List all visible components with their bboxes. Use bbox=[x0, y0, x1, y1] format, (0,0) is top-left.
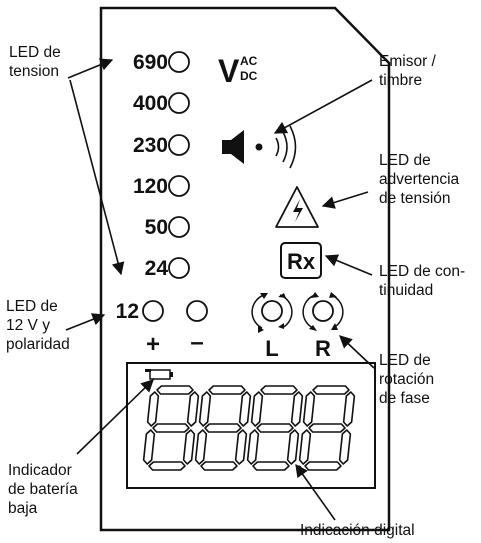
ac-label: AC bbox=[240, 54, 258, 68]
rotation-left-icon bbox=[251, 293, 293, 333]
digit-3-segment-g bbox=[256, 423, 294, 433]
arrow-continuidad bbox=[324, 254, 373, 276]
digit-4-segment-d bbox=[304, 461, 342, 471]
plus-sign: + bbox=[146, 331, 160, 358]
v-symbol: V bbox=[218, 53, 240, 89]
voltage-led-column: 690 400 230 120 50 24 bbox=[133, 51, 190, 280]
led-400 bbox=[168, 92, 190, 114]
digit-1-segment-e bbox=[142, 429, 156, 465]
digit-3-segment-e bbox=[246, 429, 260, 465]
led-12v-minus bbox=[186, 300, 208, 322]
led-230 bbox=[168, 134, 190, 156]
digit-1-segment-c bbox=[182, 429, 196, 465]
continuity-rx-icon: Rx bbox=[280, 242, 322, 279]
dc-label: DC bbox=[240, 69, 258, 83]
seven-segment-digits bbox=[142, 385, 356, 471]
warning-triangle-icon bbox=[275, 186, 319, 228]
voltage-label-690: 690 bbox=[133, 51, 168, 74]
led-24 bbox=[168, 257, 190, 279]
arrow-advertencia bbox=[321, 191, 369, 209]
digit-3-segment-a bbox=[260, 385, 298, 395]
arrow-12v bbox=[65, 313, 106, 331]
label-led-advertencia: LED de advertencia de tensión bbox=[379, 152, 460, 207]
arrow-led-tension-top bbox=[67, 58, 114, 79]
led-690 bbox=[168, 51, 190, 73]
digit-1-segment-a bbox=[156, 385, 194, 395]
label-led-continuidad: LED de con- tinuidad bbox=[379, 263, 466, 299]
minus-sign: – bbox=[190, 329, 203, 356]
battery-icon bbox=[145, 369, 173, 380]
digit-2-segment-b bbox=[238, 391, 252, 427]
digit-3-segment-b bbox=[290, 391, 304, 427]
label-indicacion-digital: Indicación digital bbox=[300, 522, 415, 539]
led-12v-plus bbox=[142, 300, 164, 322]
digit-3-segment-f bbox=[250, 391, 264, 427]
voltage-label-12: 12 bbox=[116, 300, 139, 323]
digit-4-segment-a bbox=[312, 385, 350, 395]
arrow-led-tension-bottom bbox=[69, 79, 125, 276]
digit-2-segment-e bbox=[194, 429, 208, 465]
digit-1-segment-d bbox=[148, 461, 186, 471]
label-led-tension: LED de tension bbox=[9, 44, 61, 80]
arrow-rotacion bbox=[339, 335, 375, 369]
device-panel-outline bbox=[99, 6, 391, 532]
voltage-label-120: 120 bbox=[133, 175, 168, 198]
digit-4-segment-e bbox=[298, 429, 312, 465]
arrow-emisor bbox=[273, 79, 373, 134]
digit-4-segment-b bbox=[342, 391, 356, 427]
digit-1-segment-b bbox=[186, 391, 200, 427]
label-emisor-timbre: Emisor / timbre bbox=[379, 53, 436, 89]
display-window bbox=[126, 362, 376, 489]
rotation-left-label: L bbox=[265, 336, 278, 361]
speaker-icon bbox=[222, 125, 297, 169]
digit-2-segment-c bbox=[234, 429, 248, 465]
label-led-rotacion: LED de rotación de fase bbox=[379, 352, 435, 407]
polarity-led-row: 12 + – bbox=[116, 300, 208, 358]
voltage-label-50: 50 bbox=[145, 216, 168, 239]
digit-1-segment-g bbox=[152, 423, 190, 433]
digit-2-segment-g bbox=[204, 423, 242, 433]
digit-3-segment-d bbox=[252, 461, 290, 471]
digit-2-segment-d bbox=[200, 461, 238, 471]
digit-2-segment-f bbox=[198, 391, 212, 427]
arrow-digital bbox=[295, 463, 336, 521]
voltage-label-230: 230 bbox=[133, 134, 168, 157]
led-50 bbox=[168, 216, 190, 238]
label-led-12v-polaridad: LED de 12 V y polaridad bbox=[6, 298, 70, 353]
rotation-right-label: R bbox=[315, 336, 331, 361]
digit-4-segment-c bbox=[338, 429, 352, 465]
digit-3-segment-c bbox=[286, 429, 300, 465]
digit-2-segment-a bbox=[208, 385, 246, 395]
callout-arrows bbox=[65, 58, 375, 521]
digit-1-segment-f bbox=[146, 391, 160, 427]
rx-label: Rx bbox=[287, 249, 316, 274]
led-120 bbox=[168, 175, 190, 197]
arrow-bateria bbox=[76, 379, 154, 455]
vac-dc-symbol: V AC DC bbox=[218, 53, 258, 89]
digit-4-segment-g bbox=[308, 423, 346, 433]
digit-4-segment-f bbox=[302, 391, 316, 427]
label-indicador-bateria: Indicador de batería baja bbox=[8, 462, 78, 517]
rotation-right-icon bbox=[302, 292, 344, 331]
voltage-label-24: 24 bbox=[145, 257, 169, 280]
voltage-label-400: 400 bbox=[133, 92, 168, 115]
